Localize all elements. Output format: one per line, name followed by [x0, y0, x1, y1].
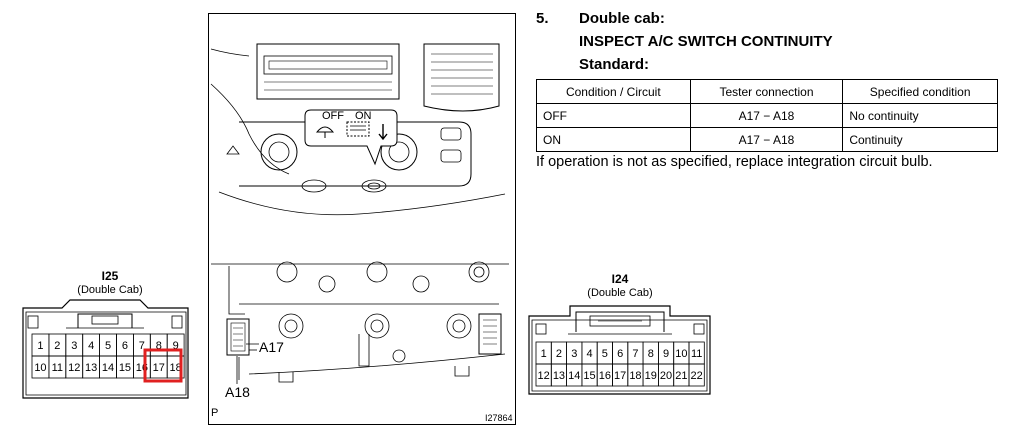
figure-corner-letter: P [211, 407, 219, 419]
spec-table-header: Condition / Circuit Tester connection Sp… [536, 79, 998, 104]
dashboard-illustration: OFF ON A17 A18 P I27864 [208, 13, 516, 425]
pin-number: 21 [675, 370, 687, 382]
pin-number: 10 [34, 362, 46, 374]
pin-number: 16 [599, 370, 611, 382]
step-standard-label: Standard: [579, 56, 650, 73]
pin-number: 8 [156, 340, 162, 352]
pin-number: 10 [675, 348, 687, 360]
terminal-a18-label: A18 [225, 384, 250, 400]
table-row: ON A17 − A18 Continuity [536, 127, 998, 152]
pin-number: 5 [105, 340, 111, 352]
pin-number: 8 [648, 348, 654, 360]
row-on-condition: ON [536, 127, 691, 152]
pin-number: 4 [586, 348, 592, 360]
row-on-specified: Continuity [842, 127, 998, 152]
pin-number: 15 [583, 370, 595, 382]
pin-number: 17 [614, 370, 626, 382]
pin-number: 2 [54, 340, 60, 352]
pin-number: 9 [173, 340, 179, 352]
pin-number: 22 [691, 370, 703, 382]
connector-i24-title: I24 [611, 272, 629, 286]
pin-number: 7 [139, 340, 145, 352]
pin-number: 3 [571, 348, 577, 360]
row-off-tester: A17 − A18 [689, 103, 844, 128]
row-off-condition: OFF [536, 103, 691, 128]
pin-number: 13 [85, 362, 97, 374]
pin-number: 14 [102, 362, 114, 374]
connector-i24-subtitle: (Double Cab) [587, 287, 653, 299]
pin-number: 5 [602, 348, 608, 360]
replacement-note: If operation is not as specified, replac… [536, 154, 933, 170]
pin-number: 11 [691, 348, 702, 360]
pin-cell [166, 355, 185, 379]
pin-number: 2 [556, 348, 562, 360]
row-on-tester: A17 − A18 [689, 127, 844, 152]
pin-number: 20 [660, 370, 672, 382]
pin-number: 6 [617, 348, 623, 360]
pin-number: 1 [541, 348, 547, 360]
header-condition: Condition / Circuit [536, 79, 691, 104]
pin-number: 17 [153, 362, 165, 374]
spec-table: Condition / Circuit Tester connection Sp… [536, 79, 998, 152]
pin-number: 4 [88, 340, 94, 352]
pin-number: 14 [568, 370, 580, 382]
step-heading: INSPECT A/C SWITCH CONTINUITY [579, 33, 833, 50]
pin-number: 13 [553, 370, 565, 382]
pin-number: 1 [37, 340, 43, 352]
connector-i25-title: I25 [101, 269, 119, 283]
row-off-specified: No continuity [842, 103, 998, 128]
terminal-a17-label: A17 [259, 339, 284, 355]
switch-on-label: ON [355, 110, 372, 122]
highlight-box [143, 348, 183, 383]
pin-number: 12 [538, 370, 550, 382]
pin-cell [688, 363, 705, 387]
pin-number: 9 [663, 348, 669, 360]
pin-number: 7 [632, 348, 638, 360]
connector-i25-subtitle: (Double Cab) [77, 284, 143, 296]
pin-number: 18 [170, 362, 182, 374]
pin-number: 15 [119, 362, 131, 374]
header-specified: Specified condition [842, 79, 998, 104]
pin-number: 12 [68, 362, 80, 374]
header-tester: Tester connection [689, 79, 844, 104]
switch-off-label: OFF [322, 110, 344, 122]
figure-image-id: I27864 [485, 413, 513, 423]
step-number: 5. [536, 10, 549, 27]
pin-number: 18 [629, 370, 641, 382]
pin-number: 11 [52, 362, 63, 374]
pin-number: 19 [645, 370, 657, 382]
pin-number: 6 [122, 340, 128, 352]
pin-number: 3 [71, 340, 77, 352]
table-row: OFF A17 − A18 No continuity [536, 103, 998, 128]
step-title: Double cab: [579, 10, 665, 27]
